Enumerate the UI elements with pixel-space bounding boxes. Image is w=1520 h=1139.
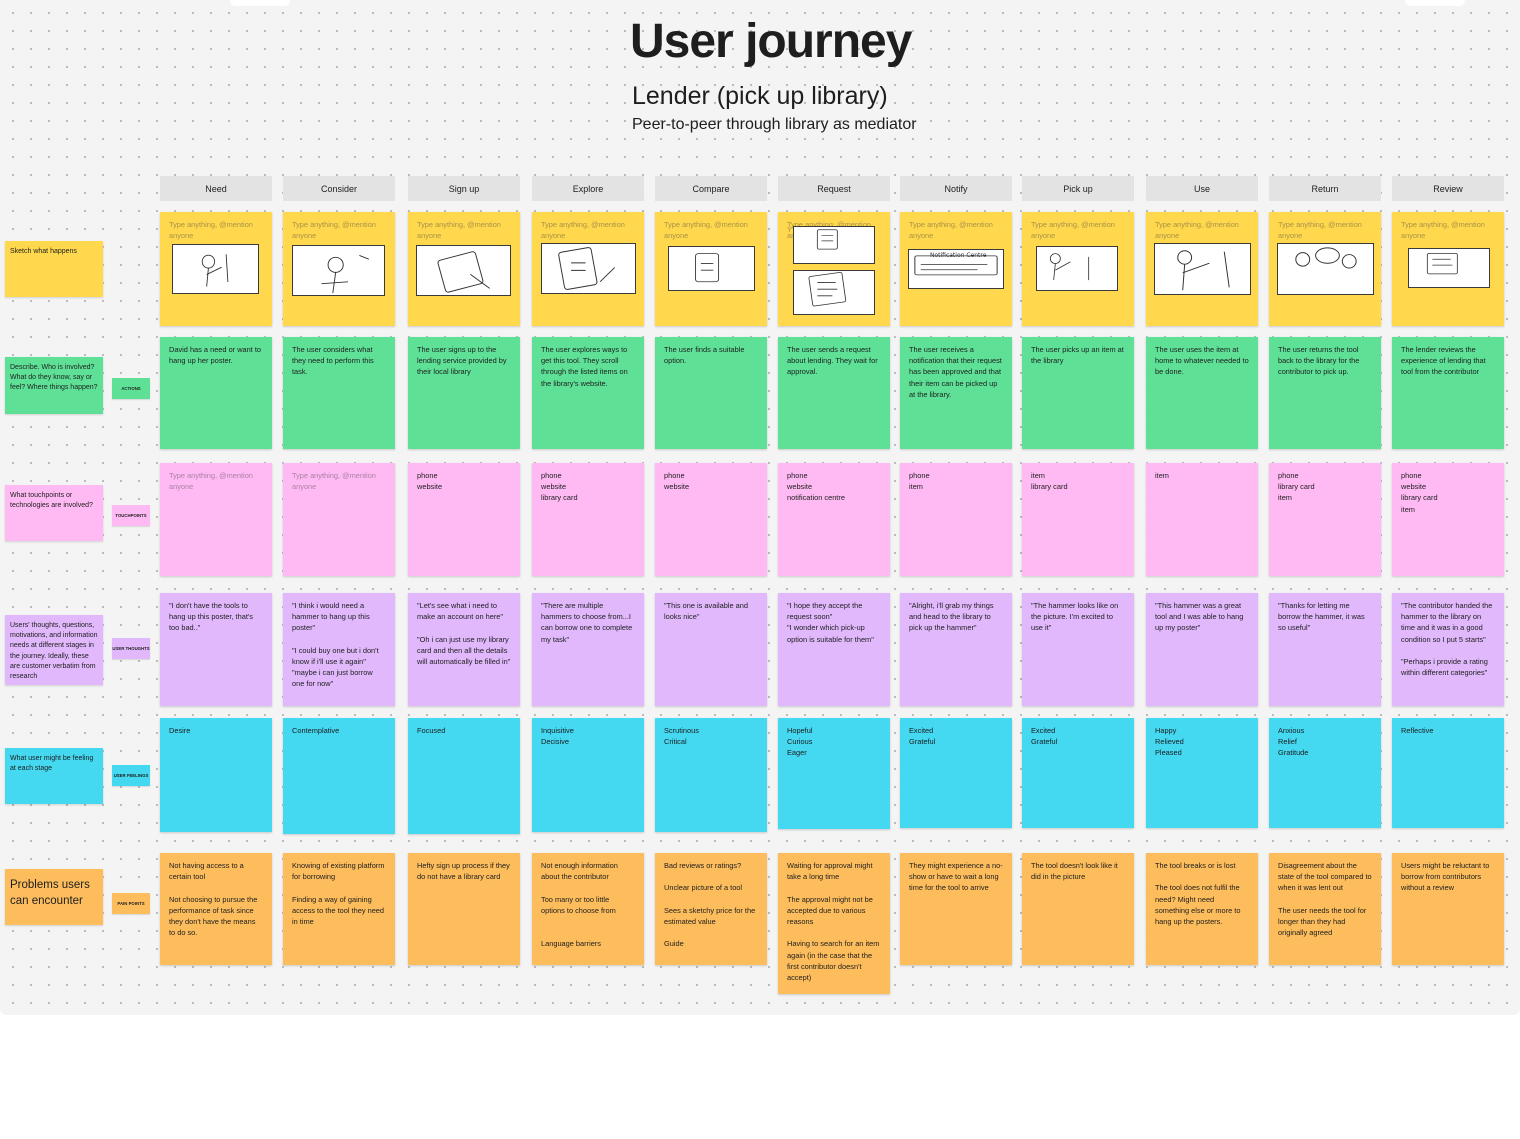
touchpoint-sticky-8[interactable]: item library card bbox=[1022, 463, 1134, 576]
pain-point-sticky-9[interactable]: The tool breaks or is lost The tool does… bbox=[1146, 853, 1258, 965]
board-title[interactable]: User journey bbox=[630, 15, 912, 68]
feeling-sticky-6[interactable]: Hopeful Curious Eager bbox=[778, 718, 890, 829]
pain-point-sticky-11[interactable]: Users might be reluctant to borrow from … bbox=[1392, 853, 1504, 965]
action-sticky-3[interactable]: The user signs up to the lending service… bbox=[408, 337, 520, 449]
sketch-drawing-9 bbox=[1036, 246, 1118, 291]
touchpoint-sticky-1[interactable]: Type anything, @mention anyone bbox=[160, 463, 272, 576]
whiteboard-canvas[interactable]: User journey Lender (pick up library) Pe… bbox=[0, 0, 1520, 1015]
feeling-sticky-7[interactable]: Excited Grateful bbox=[900, 718, 1012, 828]
stage-header-sign-up[interactable]: Sign up bbox=[408, 176, 520, 201]
stage-header-compare[interactable]: Compare bbox=[655, 176, 767, 201]
feeling-sticky-1[interactable]: Desire bbox=[160, 718, 272, 832]
thought-sticky-6[interactable]: "I hope they accept the request soon" "I… bbox=[778, 593, 890, 706]
stage-header-use[interactable]: Use bbox=[1146, 176, 1258, 201]
pain-point-sticky-4[interactable]: Not enough information about the contrib… bbox=[532, 853, 644, 965]
touchpoint-sticky-5[interactable]: phone website bbox=[655, 463, 767, 576]
thought-sticky-5[interactable]: "This one is available and looks nice" bbox=[655, 593, 767, 706]
sketch-drawing-12 bbox=[1408, 248, 1490, 288]
action-sticky-1[interactable]: David has a need or want to hang up her … bbox=[160, 337, 272, 449]
touchpoint-sticky-11[interactable]: phone website library card item bbox=[1392, 463, 1504, 576]
sketch-drawing-3 bbox=[416, 245, 511, 296]
stage-header-request[interactable]: Request bbox=[778, 176, 890, 201]
feeling-sticky-4[interactable]: Inquisitive Decisive bbox=[532, 718, 644, 832]
board-description[interactable]: Peer-to-peer through library as mediator bbox=[632, 116, 917, 133]
feeling-sticky-8[interactable]: Excited Grateful bbox=[1022, 718, 1134, 828]
pain-point-sticky-10[interactable]: Disagreement about the state of the tool… bbox=[1269, 853, 1381, 965]
thought-sticky-9[interactable]: "This hammer was a great tool and I was … bbox=[1146, 593, 1258, 706]
row-tag-actions[interactable]: ACTIONS bbox=[112, 378, 150, 399]
stage-header-return[interactable]: Return bbox=[1269, 176, 1381, 201]
sketch-drawing-10 bbox=[1154, 243, 1251, 295]
pain-point-sticky-7[interactable]: They might experience a no-show or have … bbox=[900, 853, 1012, 965]
pain-point-sticky-6[interactable]: Waiting for approval might take a long t… bbox=[778, 853, 890, 994]
action-sticky-4[interactable]: The user explores ways to get this tool.… bbox=[532, 337, 644, 449]
pain-point-sticky-8[interactable]: The tool doesn't look like it did in the… bbox=[1022, 853, 1134, 965]
row-tag-user-thoughts[interactable]: USER THOUGHTS bbox=[112, 638, 150, 659]
thought-sticky-4[interactable]: "There are multiple hammers to choose fr… bbox=[532, 593, 644, 706]
thought-sticky-7[interactable]: "Alright, i'll grab my things and head t… bbox=[900, 593, 1012, 706]
stage-header-notify[interactable]: Notify bbox=[900, 176, 1012, 201]
action-sticky-11[interactable]: The lender reviews the experience of len… bbox=[1392, 337, 1504, 449]
row-tag-user-feelings[interactable]: USER FEELINGS bbox=[112, 765, 150, 786]
sketch-notification-text: Notification Centre bbox=[930, 252, 987, 259]
row-label-6[interactable]: Problems users can encounter bbox=[5, 869, 103, 925]
thought-sticky-11[interactable]: "The contributor handed the hammer to th… bbox=[1392, 593, 1504, 706]
row-tag-pain-points[interactable]: PAIN POINTS bbox=[112, 893, 150, 914]
action-sticky-10[interactable]: The user returns the tool back to the li… bbox=[1269, 337, 1381, 449]
thought-sticky-2[interactable]: "I think i would need a hammer to hang u… bbox=[283, 593, 395, 706]
touchpoint-sticky-3[interactable]: phone website bbox=[408, 463, 520, 576]
action-sticky-8[interactable]: The user picks up an item at the library bbox=[1022, 337, 1134, 449]
stage-header-review[interactable]: Review bbox=[1392, 176, 1504, 201]
feeling-sticky-10[interactable]: Anxious Relief Gratitude bbox=[1269, 718, 1381, 828]
touchpoint-sticky-2[interactable]: Type anything, @mention anyone bbox=[283, 463, 395, 576]
pain-point-sticky-2[interactable]: Knowing of existing platform for borrowi… bbox=[283, 853, 395, 965]
sketch-drawing-8 bbox=[908, 249, 1004, 289]
feeling-sticky-3[interactable]: Focused bbox=[408, 718, 520, 834]
sketch-drawing-11 bbox=[1277, 243, 1374, 295]
sketch-drawing-6 bbox=[793, 226, 875, 264]
thought-sticky-1[interactable]: "I don't have the tools to hang up this … bbox=[160, 593, 272, 706]
action-sticky-9[interactable]: The user uses the item at home to whatev… bbox=[1146, 337, 1258, 449]
sketch-drawing-7 bbox=[793, 270, 875, 315]
thought-sticky-3[interactable]: "Let's see what i need to make an accoun… bbox=[408, 593, 520, 706]
sketch-request-text: Y bbox=[787, 225, 792, 234]
row-tag-touchpoints[interactable]: TOUCHPOINTS bbox=[112, 505, 150, 526]
action-sticky-7[interactable]: The user receives a notification that th… bbox=[900, 337, 1012, 449]
thought-sticky-8[interactable]: "The hammer looks like on the picture. I… bbox=[1022, 593, 1134, 706]
toolbar-edge bbox=[1405, 0, 1465, 6]
sketch-drawing-2 bbox=[292, 245, 385, 296]
sketch-drawing-5 bbox=[668, 246, 755, 291]
thought-sticky-10[interactable]: "Thanks for letting me borrow the hammer… bbox=[1269, 593, 1381, 706]
feeling-sticky-5[interactable]: Scrutinous Critical bbox=[655, 718, 767, 832]
touchpoint-sticky-6[interactable]: phone website notification centre bbox=[778, 463, 890, 576]
stage-header-explore[interactable]: Explore bbox=[532, 176, 644, 201]
touchpoint-sticky-4[interactable]: phone website library card bbox=[532, 463, 644, 576]
touchpoint-sticky-7[interactable]: phone item bbox=[900, 463, 1012, 576]
pain-point-sticky-5[interactable]: Bad reviews or ratings? Unclear picture … bbox=[655, 853, 767, 965]
action-sticky-5[interactable]: The user finds a suitable option. bbox=[655, 337, 767, 449]
board-subtitle[interactable]: Lender (pick up library) bbox=[632, 82, 888, 110]
stage-header-consider[interactable]: Consider bbox=[283, 176, 395, 201]
row-label-3[interactable]: What touchpoints or technologies are inv… bbox=[5, 485, 103, 541]
row-label-5[interactable]: What user might be feeling at each stage bbox=[5, 748, 103, 804]
action-sticky-2[interactable]: The user considers what they need to per… bbox=[283, 337, 395, 449]
touchpoint-sticky-9[interactable]: item bbox=[1146, 463, 1258, 576]
sketch-drawing-4 bbox=[541, 243, 636, 294]
feeling-sticky-9[interactable]: Happy Relieved Pleased bbox=[1146, 718, 1258, 828]
stage-header-need[interactable]: Need bbox=[160, 176, 272, 201]
row-label-4[interactable]: Users' thoughts, questions, motivations,… bbox=[5, 615, 103, 685]
toolbar-edge bbox=[230, 0, 290, 6]
action-sticky-6[interactable]: The user sends a request about lending. … bbox=[778, 337, 890, 449]
touchpoint-sticky-10[interactable]: phone library card item bbox=[1269, 463, 1381, 576]
feeling-sticky-2[interactable]: Contemplative bbox=[283, 718, 395, 834]
row-label-2[interactable]: Describe. Who is involved? What do they … bbox=[5, 357, 103, 414]
stage-header-pick-up[interactable]: Pick up bbox=[1022, 176, 1134, 201]
pain-point-sticky-1[interactable]: Not having access to a certain tool Not … bbox=[160, 853, 272, 965]
sketch-drawing-1 bbox=[172, 244, 259, 294]
pain-point-sticky-3[interactable]: Hefty sign up process if they do not hav… bbox=[408, 853, 520, 965]
row-label-1[interactable]: Sketch what happens bbox=[5, 241, 103, 297]
feeling-sticky-11[interactable]: Reflective bbox=[1392, 718, 1504, 828]
